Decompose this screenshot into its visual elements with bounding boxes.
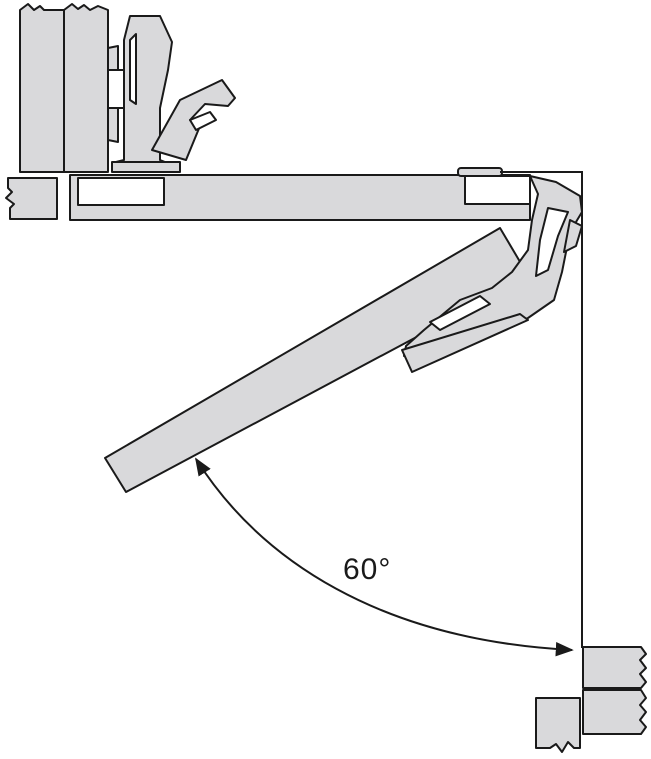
left-panel-outer	[19, 3, 65, 173]
cabinet-wall-stub-bottom	[535, 697, 581, 753]
cabinet-side-block-lower	[582, 689, 647, 735]
open-door-panel	[104, 227, 530, 493]
hinge-cup-recess-left	[77, 177, 165, 206]
closed-hinge	[107, 15, 236, 173]
cabinet-side-block-upper	[582, 646, 647, 689]
hinge-cup-recess-right	[464, 175, 531, 205]
left-panel-inner	[63, 3, 109, 173]
angle-arc-arrow	[195, 457, 574, 657]
open-hinge	[401, 175, 583, 373]
hinge-plate-right	[457, 167, 503, 177]
cabinet-wall-stub-left	[5, 177, 58, 220]
opening-angle-label: 60°	[343, 553, 392, 586]
cabinet-reference-line	[500, 171, 583, 648]
